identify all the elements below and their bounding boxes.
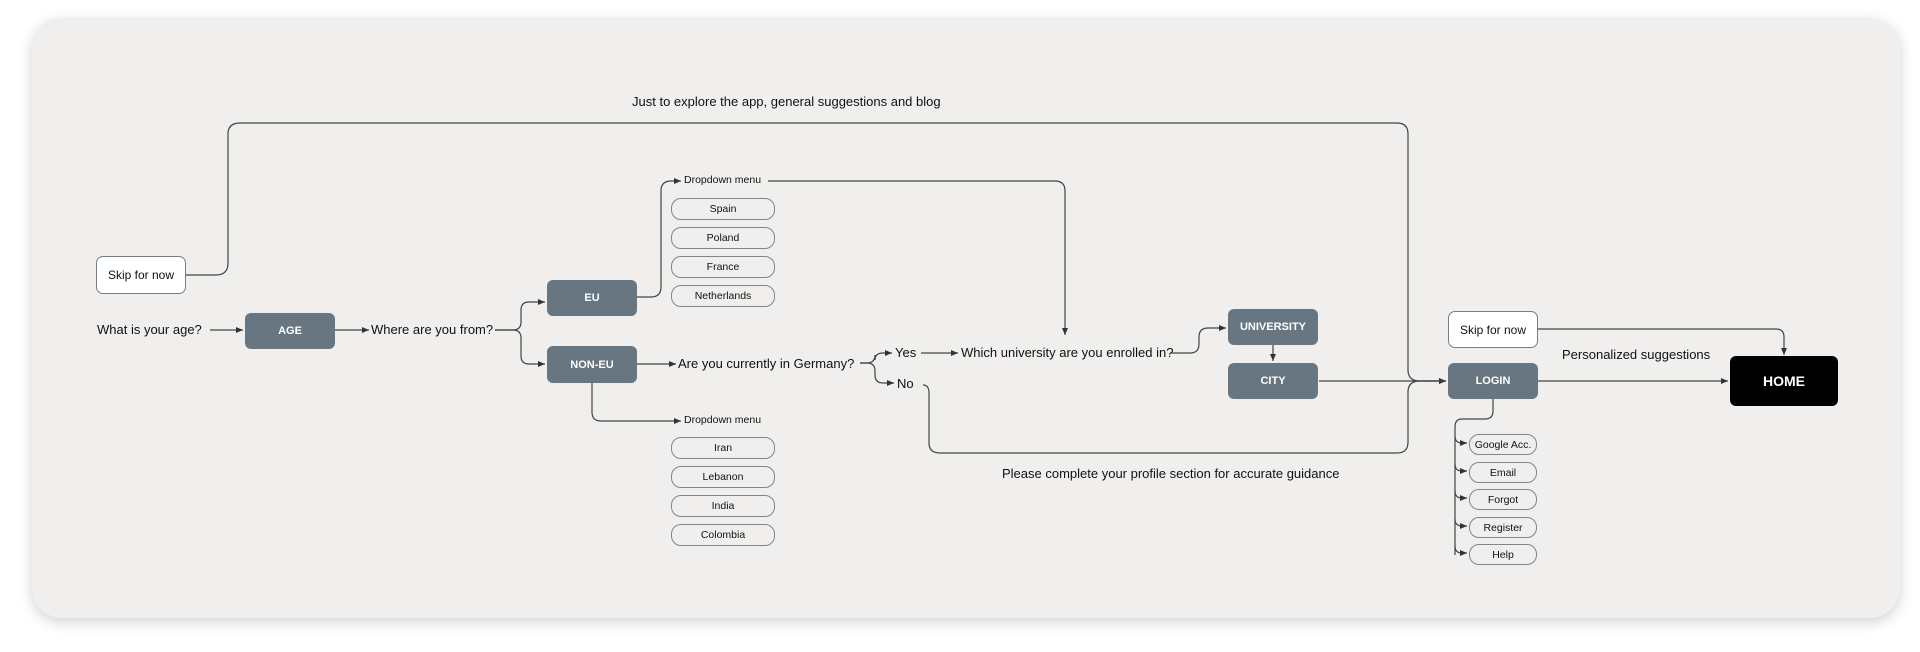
non-eu-country-option[interactable]: Colombia — [671, 524, 775, 546]
login-option[interactable]: Forgot — [1469, 489, 1537, 510]
skip-for-now-button[interactable]: Skip for now — [96, 256, 186, 294]
age-node[interactable]: AGE — [245, 313, 335, 349]
login-option[interactable]: Email — [1469, 462, 1537, 483]
eu-node[interactable]: EU — [547, 280, 637, 316]
non-eu-country-option[interactable]: Lebanon — [671, 466, 775, 488]
non-eu-country-option[interactable]: Iran — [671, 437, 775, 459]
origin-question: Where are you from? — [371, 322, 494, 337]
login-option[interactable]: Help — [1469, 544, 1537, 565]
explore-caption: Just to explore the app, general suggest… — [632, 94, 941, 109]
eu-country-option[interactable]: Poland — [671, 227, 775, 249]
no-answer[interactable]: No — [897, 376, 914, 391]
university-node[interactable]: UNIVERSITY — [1228, 309, 1318, 345]
eu-country-option[interactable]: France — [671, 256, 775, 278]
eu-dropdown-label: Dropdown menu — [684, 174, 762, 186]
non-eu-dropdown-label: Dropdown menu — [684, 414, 762, 426]
germany-question: Are you currently in Germany? — [678, 356, 855, 371]
personalized-caption: Personalized suggestions — [1562, 347, 1711, 362]
non-eu-node[interactable]: NON-EU — [547, 346, 637, 383]
eu-country-option[interactable]: Netherlands — [671, 285, 775, 307]
skip-for-now-login-button[interactable]: Skip for now — [1448, 311, 1538, 348]
login-node[interactable]: LOGIN — [1448, 363, 1538, 399]
yes-answer[interactable]: Yes — [895, 345, 917, 360]
profile-caption: Please complete your profile section for… — [1002, 466, 1340, 481]
home-node[interactable]: HOME — [1730, 356, 1838, 406]
university-question: Which university are you enrolled in? — [961, 345, 1174, 360]
city-node[interactable]: CITY — [1228, 363, 1318, 399]
age-question: What is your age? — [97, 322, 202, 337]
login-option[interactable]: Google Acc. — [1469, 434, 1537, 455]
eu-country-option[interactable]: Spain — [671, 198, 775, 220]
non-eu-country-option[interactable]: India — [671, 495, 775, 517]
login-option[interactable]: Register — [1469, 517, 1537, 538]
